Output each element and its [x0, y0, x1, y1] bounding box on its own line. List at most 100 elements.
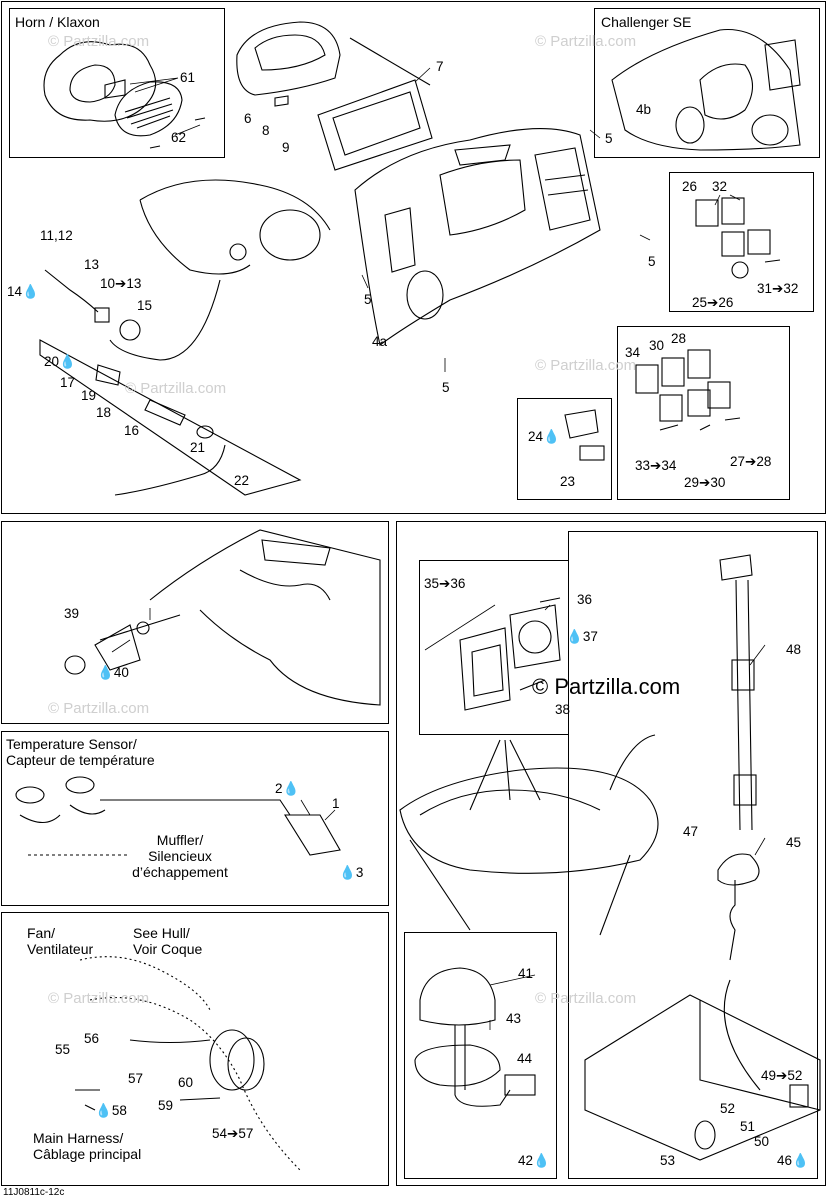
- drawing-code: 11J0811c-12c: [3, 1187, 65, 1198]
- callout-5-bottom: 5: [442, 380, 450, 395]
- nav-light-drawing: [414, 967, 536, 1107]
- gauge-cluster-drawing: [236, 21, 433, 171]
- challenger-panel: [594, 8, 820, 158]
- droplet-icon: 💧: [566, 629, 583, 644]
- callout-33-34: 33➔34: [635, 458, 677, 473]
- droplet-icon: 💧: [59, 354, 76, 369]
- callout-6: 6: [244, 111, 252, 126]
- challenger-console-drawing: [611, 28, 801, 151]
- callout-24: 24💧: [528, 429, 560, 444]
- temperature-title-line2: Capteur de température: [6, 752, 155, 768]
- callout-59: 59: [158, 1098, 174, 1113]
- muffler-label-line3: d’échappement: [132, 864, 228, 880]
- callout-16: 16: [124, 423, 140, 438]
- callout-48: 48: [786, 642, 802, 657]
- dashboard-housing-drawing: [354, 128, 601, 346]
- callout-57: 57: [128, 1071, 144, 1086]
- droplet-icon: 💧: [543, 429, 560, 444]
- callout-5-right: 5: [648, 254, 656, 269]
- horn-drawing: [43, 41, 206, 149]
- watermark: © Partzilla.com: [535, 990, 637, 1007]
- callout-38: 38: [555, 702, 571, 717]
- callout-55: 55: [55, 1042, 71, 1057]
- watermark: © Partzilla.com: [48, 33, 150, 50]
- horn-panel-title: Horn / Klaxon: [15, 14, 100, 30]
- console-interior-drawing: [109, 179, 331, 361]
- callout-49-52: 49➔52: [761, 1068, 803, 1083]
- callout-50: 50: [754, 1134, 770, 1149]
- callout-45: 45: [786, 835, 802, 850]
- droplet-icon: 💧: [792, 1153, 809, 1168]
- callout-17: 17: [60, 375, 76, 390]
- watermark: © Partzilla.com: [48, 700, 150, 717]
- callout-9: 9: [282, 140, 290, 155]
- callout-31-32: 31➔32: [757, 281, 799, 296]
- callout-10-13: 10➔13: [100, 276, 142, 291]
- harness-label-line1: Main Harness/: [33, 1130, 124, 1146]
- droplet-icon: 💧: [22, 284, 39, 299]
- droplet-icon: 💧: [533, 1153, 550, 1168]
- hull-label-line1: See Hull/: [133, 925, 190, 941]
- callout-5-left: 5: [364, 292, 372, 307]
- partzilla-brand-mark: © Partzilla.com: [532, 674, 681, 699]
- droplet-icon: 💧: [282, 781, 300, 796]
- callout-26: 26: [682, 179, 698, 194]
- gauge-bezel-drawing: [459, 597, 561, 711]
- callout-44: 44: [517, 1051, 533, 1066]
- callout-21: 21: [190, 440, 206, 455]
- callout-22: 22: [234, 473, 250, 488]
- fan-panel: [1, 912, 389, 1186]
- callout-29-30: 29➔30: [684, 475, 726, 490]
- callout-47: 47: [683, 824, 699, 839]
- callout-40: 💧40: [97, 665, 129, 680]
- callout-11-12: 11,12: [40, 228, 73, 243]
- watermark: © Partzilla.com: [535, 357, 637, 374]
- callout-13-top: 13: [84, 257, 100, 272]
- callout-62: 62: [171, 130, 187, 145]
- callout-5-top-right: 5: [605, 131, 613, 146]
- antenna-pole-drawing: [584, 554, 821, 1161]
- callout-4b: 4b: [636, 102, 652, 117]
- callout-18: 18: [96, 405, 112, 420]
- horn-panel: [9, 8, 225, 158]
- boat-hull-drawing: [399, 734, 659, 936]
- callout-7: 7: [436, 59, 444, 74]
- cover-drawing: [64, 529, 381, 706]
- key-harness-drawing: [39, 269, 302, 496]
- callout-15: 15: [137, 298, 153, 313]
- callout-36: 36: [577, 592, 593, 607]
- light-subpanel: [404, 932, 557, 1179]
- callout-54-57: 54➔57: [212, 1126, 254, 1141]
- harness-label-line2: Câblage principal: [33, 1146, 142, 1162]
- watermark: © Partzilla.com: [48, 990, 150, 1007]
- callout-46: 46💧: [777, 1153, 809, 1168]
- callout-51: 51: [740, 1119, 756, 1134]
- watermark: © Partzilla.com: [125, 380, 227, 397]
- switch-set-b-drawing: [635, 349, 741, 431]
- watermark: © Partzilla.com: [535, 33, 637, 50]
- callout-1: 1: [332, 796, 340, 811]
- switch-panel-a: [669, 172, 814, 312]
- droplet-icon: 💧: [339, 865, 356, 880]
- callout-56: 56: [84, 1031, 100, 1046]
- muffler-label-line2: Silencieux: [148, 848, 212, 864]
- challenger-panel-title: Challenger SE: [601, 14, 692, 30]
- callout-32: 32: [712, 179, 728, 194]
- droplet-icon: 💧: [97, 665, 114, 680]
- callout-3: 💧3: [339, 865, 364, 880]
- temperature-sensor-drawing: [15, 776, 341, 856]
- callout-25-26: 25➔26: [692, 295, 734, 310]
- callout-2: 2💧: [275, 781, 300, 796]
- callout-30: 30: [649, 338, 665, 353]
- callout-61: 61: [180, 70, 196, 85]
- callout-28: 28: [671, 331, 687, 346]
- muffler-label-line1: Muffler/: [156, 832, 204, 848]
- switch-panel-b: [617, 326, 790, 500]
- temperature-panel: [1, 731, 389, 906]
- callout-23: 23: [560, 474, 576, 489]
- temperature-title-line1: Temperature Sensor/: [6, 736, 137, 752]
- callout-19: 19: [81, 388, 97, 403]
- cover-panel: [1, 521, 389, 724]
- callout-35-36: 35➔36: [424, 576, 466, 591]
